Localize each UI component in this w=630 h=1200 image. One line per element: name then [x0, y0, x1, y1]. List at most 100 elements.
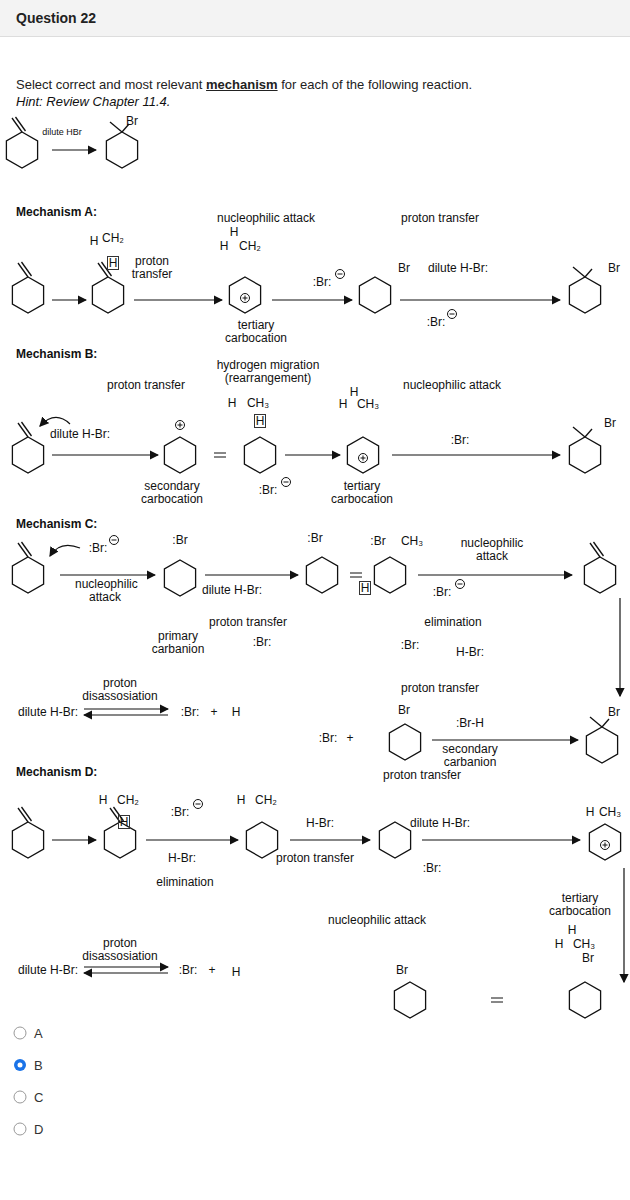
chem-label: :Br: [89, 542, 108, 555]
rings [6, 117, 620, 1018]
chem-label: :Br [307, 532, 322, 545]
chem-label: H [118, 815, 131, 829]
chem-label: H-Br: [168, 852, 196, 865]
chem-label: :Br: [319, 732, 338, 745]
chem-label: Br [582, 952, 594, 965]
chem-label: + [208, 964, 215, 977]
chem-label: :Br: [179, 964, 198, 977]
chem-label: CH₂ [117, 794, 139, 807]
chem-label: CH₃ [573, 938, 595, 951]
chem-label: Br [608, 706, 620, 719]
option-letter: B [34, 1059, 43, 1072]
chem-label: :Br: [313, 276, 332, 289]
chem-label: Br [396, 964, 408, 977]
chem-label: primary carbanion [148, 630, 208, 656]
chem-label: proton transfer [276, 852, 354, 865]
instruction-text: Select correct and most relevant [16, 77, 202, 92]
chem-label: nucleophilic attack [75, 578, 135, 604]
chem-label: Br [608, 262, 620, 275]
chem-label: dilute H-Br: [410, 817, 470, 830]
title-bar: Question 22 [0, 0, 630, 37]
chem-label: proton transfer [401, 682, 479, 695]
chem-label: proton transfer [401, 212, 479, 225]
chem-label: proton transfer [126, 255, 178, 281]
chem-label: :Br: [171, 806, 190, 819]
chem-label: :Br: [427, 316, 446, 329]
chem-label: CH₂ [239, 240, 261, 253]
chem-label: H [586, 806, 595, 819]
chem-label: H [232, 706, 241, 719]
chem-label: CH₂ [102, 232, 124, 245]
chem-label: :Br [172, 534, 187, 547]
chem-label: H [237, 794, 246, 807]
chem-label: :Br: [259, 484, 278, 497]
chem-label: H [90, 235, 99, 248]
chem-label: H [254, 414, 267, 428]
chem-label: :Br: [181, 706, 200, 719]
option-letter: A [34, 1027, 43, 1040]
chem-label: H [568, 924, 577, 937]
chem-label: :Br: [423, 862, 442, 875]
chem-label: Hint: Review Chapter 11.4. [16, 95, 170, 108]
instruction-text: mechanism [206, 77, 278, 92]
mechanism-heading: Mechanism B: [16, 348, 97, 361]
chem-label: secondary carbanion [435, 743, 505, 769]
chem-label: H [107, 256, 120, 270]
chem-label: Br [398, 262, 410, 275]
chem-label: H [228, 397, 237, 410]
chem-label: tertiary carbocation [545, 892, 615, 918]
chem-label: H [230, 226, 239, 239]
chem-label: proton transfer [383, 769, 461, 782]
option-letter: C [34, 1091, 43, 1104]
chem-label: + [210, 706, 217, 719]
chem-label: + [346, 732, 353, 745]
chem-label: nucleophilic attack [457, 537, 527, 563]
chem-label: :Br: [401, 639, 420, 652]
mechanism-heading: Mechanism C: [16, 518, 97, 531]
chem-label: nucleophilic attack [403, 379, 501, 392]
chem-label: Br [398, 704, 410, 717]
chem-label: H-Br: [306, 817, 334, 830]
question-title: Question 22 [16, 10, 96, 26]
chem-label: CH₃ [401, 535, 423, 548]
chem-label: elimination [156, 876, 213, 889]
chem-label: proton disassosiation [78, 677, 163, 703]
chem-label: nucleophilic attack [217, 212, 315, 225]
chem-label: proton transfer [107, 379, 185, 392]
chem-label: Br [126, 115, 138, 128]
chem-label: dilute HBr [42, 127, 82, 137]
option-letter: D [34, 1123, 43, 1136]
chem-label: H [99, 794, 108, 807]
chem-label: CH₃ [357, 398, 379, 411]
chem-label: dilute H-Br: [50, 428, 110, 441]
mechanism-heading: Mechanism D: [16, 766, 97, 779]
chem-label: :Br [370, 535, 385, 548]
chem-label: dilute H-Br: [18, 964, 78, 977]
charges [110, 270, 610, 850]
chem-label: :Br: [451, 434, 470, 447]
chem-label: H [339, 398, 348, 411]
chem-label: Br [604, 417, 616, 430]
chem-label: CH₃ [599, 806, 621, 819]
chem-label: H [220, 240, 229, 253]
chem-label: dilute H-Br: [18, 706, 78, 719]
chem-label: dilute H-Br: [202, 584, 262, 597]
chem-label: H [359, 581, 372, 595]
chem-label: :Br: [253, 636, 272, 649]
chem-label: hydrogen migration (rearrangement) [213, 359, 323, 385]
chem-label: CH₂ [255, 794, 277, 807]
chem-label: nucleophilic attack [328, 914, 426, 927]
chem-label: elimination [424, 616, 481, 629]
chem-label: dilute H-Br: [428, 262, 488, 275]
reaction-arrows [40, 150, 624, 982]
chem-label: :Br: [433, 586, 452, 599]
instruction-line: Select correct and most relevant mechani… [16, 77, 472, 92]
chem-label: tertiary carbocation [327, 480, 397, 506]
chem-label: H-Br: [456, 646, 484, 659]
mechanism-heading: Mechanism A: [16, 206, 97, 219]
chem-label: tertiary carbocation [221, 319, 291, 345]
chem-label: proton transfer [209, 616, 287, 629]
chem-label: H [232, 966, 241, 979]
equals [214, 453, 503, 1002]
